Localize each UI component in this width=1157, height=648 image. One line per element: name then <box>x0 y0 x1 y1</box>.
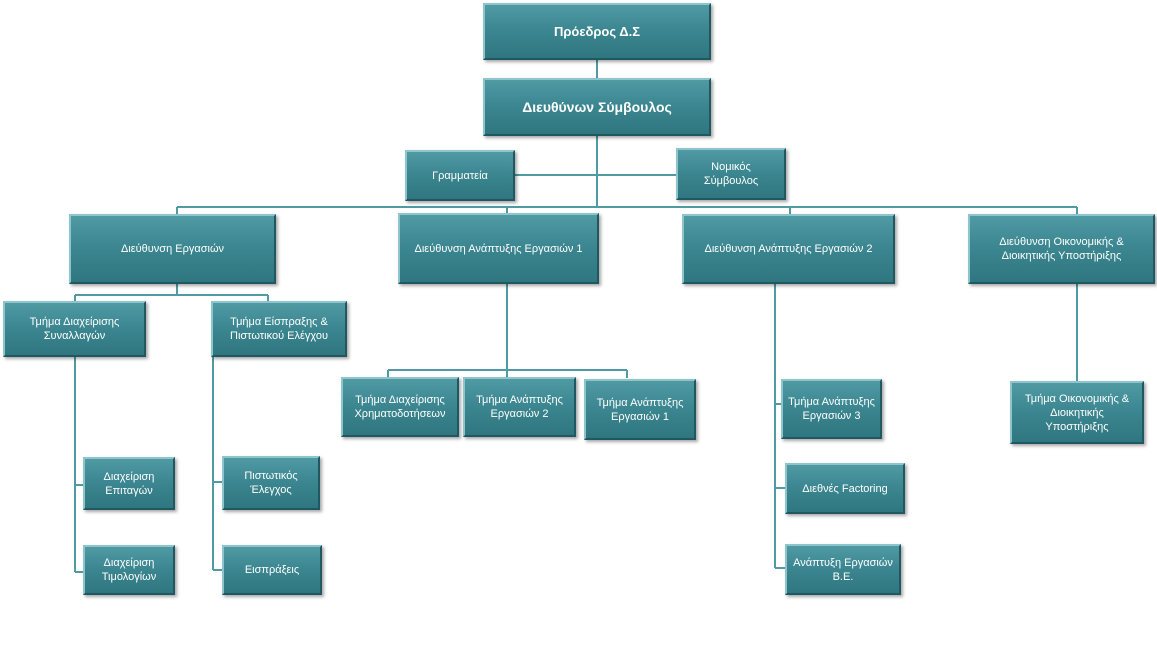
node-secretariat: Γραμματεία <box>405 150 515 201</box>
node-bizdev1-unit: Τμήμα Ανάπτυξης Εργασιών 1 <box>584 379 696 440</box>
node-bizdev1-dept: Διεύθυνση Ανάπτυξης Εργασιών 1 <box>398 213 599 284</box>
node-ceo: Διευθύνων Σύμβουλος <box>483 78 711 136</box>
node-bizdev2-dept: Διεύθυνση Ανάπτυξης Εργασιών 2 <box>682 214 895 284</box>
node-ops-dept: Διεύθυνση Εργασιών <box>69 214 276 284</box>
node-finance-dept: Διεύθυνση Οικονομικής & Διοικητικής Υποσ… <box>968 214 1155 284</box>
node-bizdev2-unit: Τμήμα Ανάπτυξης Εργασιών 2 <box>463 377 576 437</box>
node-legal-advisor: Νομικός Σύμβουλος <box>676 148 786 200</box>
node-invoice-mgmt: Διαχείριση Τιμολογίων <box>83 545 175 595</box>
node-transactions-unit: Τμήμα Διαχείρισης Συναλλαγών <box>3 301 146 357</box>
node-intl-factoring: Διεθνές Factoring <box>785 463 905 514</box>
node-north-greece: Ανάπτυξη Εργασιών Β.Ε. <box>785 544 901 595</box>
node-bizdev3-unit: Τμήμα Ανάπτυξης Εργασιών 3 <box>781 379 882 439</box>
node-credit-control: Πιστωτικός Έλεγχος <box>222 456 320 510</box>
node-finance-unit: Τμήμα Οικονομικής & Διοικητικής Υποστήρι… <box>1010 381 1144 444</box>
node-chairman: Πρόεδρος Δ.Σ <box>483 3 711 60</box>
node-collections: Εισπράξεις <box>222 545 322 595</box>
node-collection-unit: Τμήμα Είσπραξης & Πιστωτικού Ελέγχου <box>211 301 347 357</box>
node-orders-mgmt: Διαχείριση Επιταγών <box>83 457 175 510</box>
node-funding-unit: Τμήμα Διαχείρισης Χρηματοδοτήσεων <box>341 377 459 437</box>
